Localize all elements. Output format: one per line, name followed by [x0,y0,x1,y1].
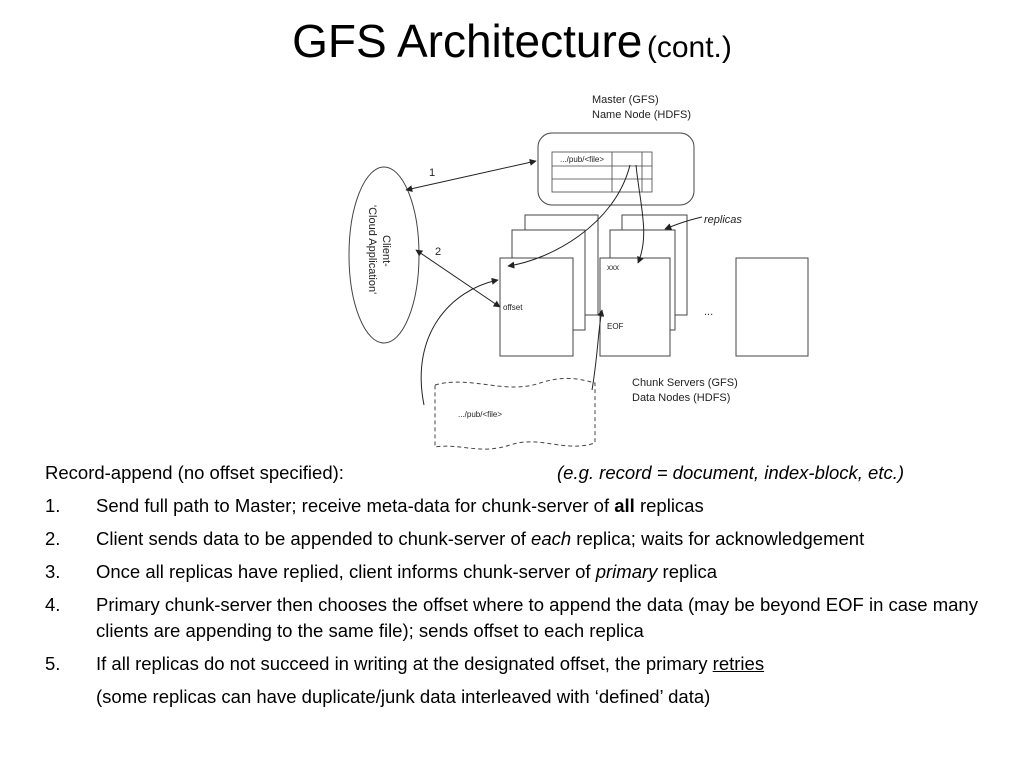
arrow-2-client-chunkserver [415,249,501,308]
list-item: 4. Primary chunk-server then chooses the… [45,592,1005,644]
list-item: 2. Client sends data to be appended to c… [45,526,1005,552]
document-to-chunk-curve-a [420,277,499,406]
item-text: Client sends data to be appended to chun… [96,528,865,549]
footnote-line: (some replicas can have duplicate/junk d… [96,686,711,707]
chunk-server-extra [735,257,809,357]
arrow-1-label: 1 [429,167,435,179]
master-label-line1: Master (GFS) [592,94,659,106]
file-document-shape [434,377,596,450]
intro-line: Record-append (no offset specified): (e.… [45,460,1005,486]
client-label-line2: 'Cloud Application' [366,205,378,294]
chunk-server-group-1 [499,214,599,357]
example-text: (e.g. record = document, index-block, et… [557,462,905,483]
item-number: 1. [45,495,61,516]
list-item: 5. If all replicas do not succeed in wri… [45,651,1005,677]
item-text: If all replicas do not succeed in writin… [96,653,765,674]
title-main: GFS Architecture [292,15,643,67]
item-number: 4. [45,594,61,615]
bullet-list: Record-append (no offset specified): (e.… [45,460,1005,710]
item-number: 2. [45,528,61,549]
master-path-entry: .../pub/<file> [560,155,604,164]
chunk-servers-label-line2: Data Nodes (HDFS) [632,392,730,404]
item-text: Once all replicas have replied, client i… [96,561,718,582]
more-servers-ellipsis: ... [704,306,713,318]
retries-emphasis: retries [712,653,765,674]
master-metadata-table [551,151,653,193]
document-path-label: .../pub/<file> [458,410,502,419]
master-to-chunk-curve-b [507,164,631,269]
chunk-server-group-2 [599,214,688,357]
list-item: 3. Once all replicas have replied, clien… [45,559,1005,585]
gfs-architecture-diagram: Master (GFS) Name Node (HDFS) .../pub/<f… [348,94,809,450]
title-sub: (cont.) [646,31,732,64]
intro-text: Record-append (no offset specified): [45,462,344,483]
arrow-2-label: 2 [435,246,441,258]
offset-label: offset [503,303,523,312]
arrow-1-client-master [405,158,537,193]
document-to-chunk-curve-b [591,309,605,391]
item-number: 3. [45,561,61,582]
xxx-label: xxx [607,263,619,272]
chunk-servers-label-line1: Chunk Servers (GFS) [632,377,738,389]
replicas-label: replicas [704,214,742,226]
item-text: Send full path to Master; receive meta-d… [96,495,704,516]
item-text: Primary chunk-server then chooses the of… [96,594,978,641]
item-number: 5. [45,653,61,674]
client-label-line1: Client- [380,235,392,267]
eof-label: EOF [607,322,624,331]
replicas-arrow [664,216,703,230]
master-label-line2: Name Node (HDFS) [592,109,691,121]
slide-title: GFS Architecture (cont.) [0,14,1024,68]
list-item: 1. Send full path to Master; receive met… [45,493,1005,519]
master-to-chunk-curve-a [635,164,645,264]
